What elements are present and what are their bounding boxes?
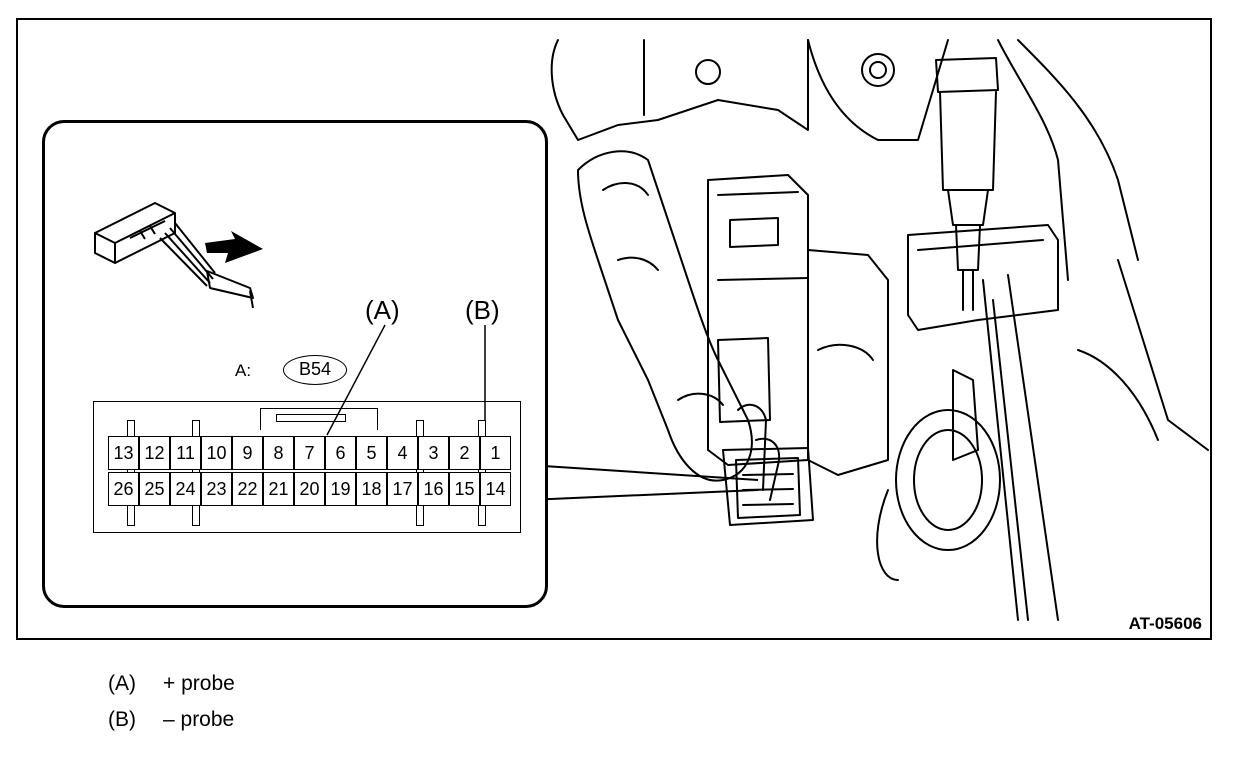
wiring-scene-illustration	[527, 39, 1209, 621]
connector-pin-18: 18	[356, 472, 387, 506]
label-a: (A)	[365, 295, 400, 325]
connector-pin-16: 16	[418, 472, 449, 506]
connector-pin-24: 24	[170, 472, 201, 506]
connector-pin-19: 19	[325, 472, 356, 506]
legend-key: (B)	[108, 708, 136, 731]
legend-key: (A)	[108, 672, 136, 695]
connector-pin-26: 26	[108, 472, 139, 506]
connector-key-tab	[260, 408, 378, 430]
legend-item: (B) – probe	[108, 708, 234, 732]
connector-pin-9: 9	[232, 436, 263, 470]
figure-id: AT-05606	[1128, 614, 1202, 633]
connector-pin-14: 14	[480, 472, 511, 506]
connector-pin-5: 5	[356, 436, 387, 470]
legend-text: – probe	[163, 708, 235, 731]
connector-pin-21: 21	[263, 472, 294, 506]
connector-pin-13: 13	[108, 436, 139, 470]
connector-pin-8: 8	[263, 436, 294, 470]
connector-name-badge: B54	[283, 355, 347, 385]
connector-pin-3: 3	[418, 436, 449, 470]
connector-prefix: A:	[235, 361, 252, 380]
connector-pin-12: 12	[139, 436, 170, 470]
arrow-icon	[205, 231, 263, 263]
connector-pin-23: 23	[201, 472, 232, 506]
legend-item: (A) + probe	[108, 672, 235, 696]
connector-view-icon	[94, 202, 263, 309]
connector-pin-17: 17	[387, 472, 418, 506]
connector-pin-25: 25	[139, 472, 170, 506]
connector-pin-2: 2	[449, 436, 480, 470]
connector-pin-7: 7	[294, 436, 325, 470]
connector-pin-1: 1	[480, 436, 511, 470]
connector-pin-20: 20	[294, 472, 325, 506]
legend-text: + probe	[163, 672, 235, 695]
connector-pin-22: 22	[232, 472, 263, 506]
connector-pin-4: 4	[387, 436, 418, 470]
connector-pin-6: 6	[325, 436, 356, 470]
label-b: (B)	[465, 295, 500, 325]
connector-pin-11: 11	[170, 436, 201, 470]
connector-pin-15: 15	[449, 472, 480, 506]
connector-pin-10: 10	[201, 436, 232, 470]
connector-latch	[276, 414, 346, 422]
probe-leader-lines	[326, 324, 486, 436]
